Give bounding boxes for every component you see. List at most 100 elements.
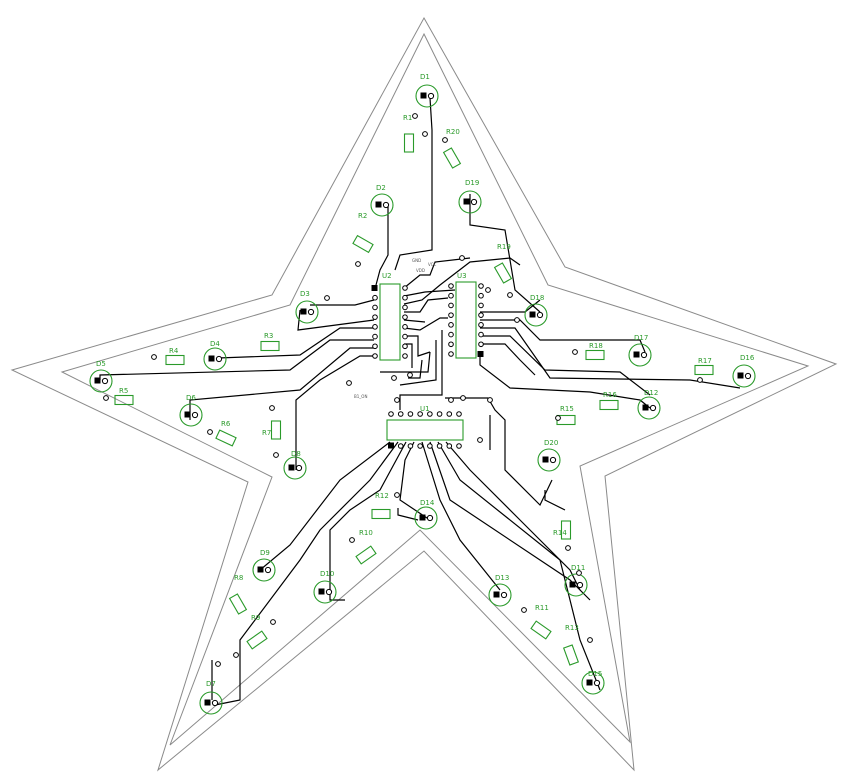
resistor-r5: R5 bbox=[114, 387, 134, 406]
led-label: D3 bbox=[300, 290, 310, 298]
via bbox=[269, 405, 275, 411]
led-group: D1D2D3D4D5D6D7D8D9D10D11D12D13D14D15D16D… bbox=[89, 73, 756, 715]
via bbox=[412, 113, 418, 119]
led-label: D5 bbox=[96, 360, 106, 368]
via bbox=[407, 372, 413, 378]
led-d13: D13 bbox=[488, 574, 512, 607]
resistor-label: R12 bbox=[375, 492, 389, 500]
ic-label: U3 bbox=[457, 272, 467, 280]
led-d17: D17 bbox=[628, 334, 652, 367]
led-d9: D9 bbox=[252, 549, 276, 582]
via bbox=[521, 607, 527, 613]
resistor-label: R15 bbox=[560, 405, 574, 413]
led-label: D7 bbox=[206, 680, 216, 688]
via bbox=[485, 287, 491, 293]
resistor-label: R20 bbox=[446, 128, 460, 136]
led-label: D1 bbox=[420, 73, 430, 81]
via bbox=[514, 317, 520, 323]
resistor-r7: R7 bbox=[262, 420, 282, 440]
led-d14: D14 bbox=[414, 499, 438, 530]
led-d5: D5 bbox=[89, 360, 113, 393]
copper-traces bbox=[99, 97, 741, 706]
via bbox=[448, 397, 454, 403]
via bbox=[422, 131, 428, 137]
resistor-label: R8 bbox=[234, 574, 243, 582]
led-label: D20 bbox=[544, 439, 558, 447]
led-label: D4 bbox=[210, 340, 220, 348]
resistor-r19: R19 bbox=[493, 243, 513, 284]
via bbox=[460, 395, 466, 401]
resistor-label: R7 bbox=[262, 429, 271, 437]
led-label: D11 bbox=[571, 564, 585, 572]
resistor-group: R1R2R3R4R5R6R7R8R9R10R11R12R13R14R15R16R… bbox=[114, 114, 714, 666]
via bbox=[394, 397, 400, 403]
via bbox=[273, 452, 279, 458]
resistor-r13: R13 bbox=[562, 624, 580, 666]
power-label-c: VDD bbox=[416, 268, 425, 273]
led-label: D14 bbox=[420, 499, 435, 507]
led-label: D8 bbox=[291, 450, 301, 458]
via bbox=[349, 537, 355, 543]
led-d6: D6 bbox=[179, 394, 203, 427]
resistor-label: R18 bbox=[589, 342, 603, 350]
via bbox=[233, 652, 239, 658]
led-d8: D8 bbox=[283, 450, 307, 480]
led-label: D16 bbox=[740, 354, 755, 362]
via bbox=[507, 292, 513, 298]
via bbox=[555, 415, 561, 421]
via bbox=[103, 395, 109, 401]
resistor-r3: R3 bbox=[260, 332, 280, 352]
resistor-r15: R15 bbox=[556, 405, 576, 426]
ic-group: U1 U2 U3 bbox=[371, 272, 484, 449]
power-label-b: VCC bbox=[428, 262, 437, 267]
resistor-r14: R14 bbox=[553, 520, 572, 540]
resistor-label: R11 bbox=[535, 604, 549, 612]
ic-label: U2 bbox=[382, 272, 392, 280]
resistor-label: R2 bbox=[358, 212, 367, 220]
via bbox=[459, 255, 465, 261]
via-group bbox=[103, 113, 703, 667]
via bbox=[270, 619, 276, 625]
via bbox=[394, 492, 400, 498]
led-label: D2 bbox=[376, 184, 386, 192]
led-d7: D7 bbox=[199, 680, 223, 715]
led-label: D6 bbox=[186, 394, 196, 402]
led-d4: D4 bbox=[203, 340, 227, 371]
resistor-label: R10 bbox=[359, 529, 373, 537]
resistor-r16: R16 bbox=[599, 391, 619, 411]
led-label: D19 bbox=[465, 179, 479, 187]
led-label: D9 bbox=[260, 549, 270, 557]
via bbox=[572, 349, 578, 355]
led-label: D17 bbox=[634, 334, 648, 342]
led-label: D10 bbox=[320, 570, 334, 578]
resistor-r2: R2 bbox=[352, 212, 374, 254]
resistor-r4: R4 bbox=[165, 347, 185, 366]
via bbox=[442, 137, 448, 143]
board-outer-outline bbox=[10, 16, 838, 772]
power-label-a: GND bbox=[412, 258, 421, 263]
led-d16: D16 bbox=[732, 354, 756, 388]
resistor-r20: R20 bbox=[442, 128, 462, 169]
led-d19: D19 bbox=[458, 179, 482, 214]
resistor-r11: R11 bbox=[530, 604, 552, 640]
led-label: D13 bbox=[495, 574, 509, 582]
resistor-r18: R18 bbox=[585, 342, 605, 361]
resistor-r17: R17 bbox=[694, 357, 714, 376]
resistor-r8: R8 bbox=[228, 574, 248, 615]
resistor-r12: R12 bbox=[371, 492, 391, 520]
via bbox=[215, 661, 221, 667]
led-d18: D18 bbox=[524, 294, 548, 327]
led-d12: D12 bbox=[637, 389, 661, 420]
led-d10: D10 bbox=[313, 570, 337, 604]
led-d15: D15 bbox=[581, 670, 605, 695]
ic-label: U1 bbox=[420, 405, 430, 413]
resistor-r1: R1 bbox=[403, 114, 415, 153]
led-d11: D11 bbox=[564, 564, 588, 597]
resistor-label: R5 bbox=[119, 387, 128, 395]
ic-u1: U1 bbox=[386, 405, 464, 449]
via bbox=[151, 354, 157, 360]
resistor-label: R9 bbox=[251, 614, 260, 622]
via bbox=[477, 437, 483, 443]
via bbox=[565, 545, 571, 551]
